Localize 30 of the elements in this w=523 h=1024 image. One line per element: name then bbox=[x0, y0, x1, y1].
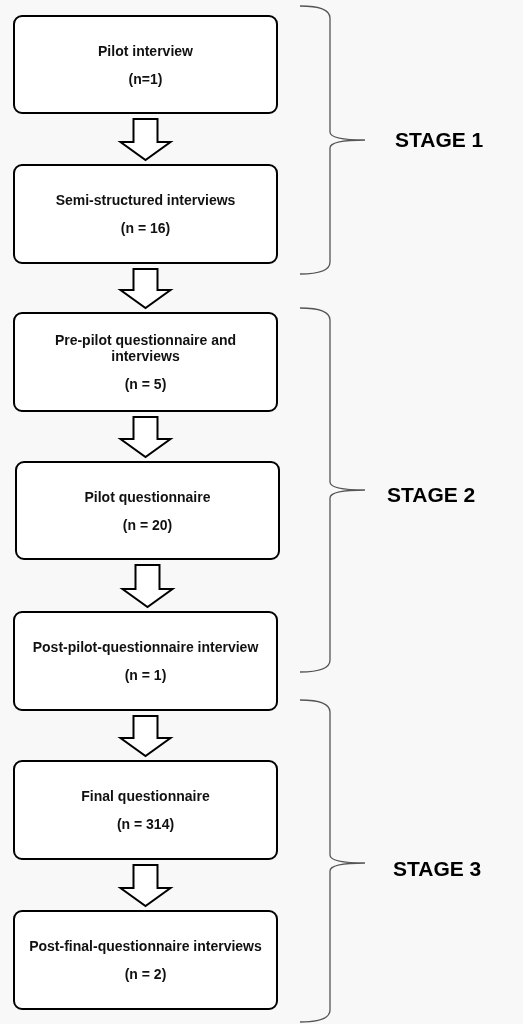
process-box bbox=[13, 910, 278, 1010]
block-arrow bbox=[119, 564, 176, 609]
sample-size: (n = 20) bbox=[122, 516, 173, 533]
sample-size: (n = 314) bbox=[116, 816, 175, 832]
block-arrow bbox=[117, 118, 174, 162]
step-title: Post-pilot-questionnaire interview bbox=[32, 639, 259, 655]
stage-label: STAGE 1 bbox=[395, 128, 484, 152]
step-title: Pilot interview bbox=[98, 42, 193, 59]
step-title: Post-final-questionnaire interviews bbox=[29, 938, 262, 954]
sample-size: (n = 1) bbox=[124, 667, 167, 683]
block-arrow bbox=[117, 416, 174, 459]
step-title: Pilot questionnaire bbox=[84, 488, 211, 505]
step-title: Pre-pilot questionnaire and interviews bbox=[53, 332, 238, 364]
process-box bbox=[13, 611, 278, 711]
step-title: Semi-structured interviews bbox=[55, 192, 236, 208]
block-arrow bbox=[117, 268, 174, 310]
process-box bbox=[13, 15, 278, 114]
stage-label: STAGE 3 bbox=[393, 857, 482, 881]
process-box bbox=[13, 760, 278, 860]
step-title: Final questionnaire bbox=[81, 788, 210, 804]
process-box bbox=[13, 164, 278, 264]
stage-label: STAGE 2 bbox=[387, 483, 476, 507]
sample-size: (n = 2) bbox=[124, 966, 167, 982]
process-box bbox=[13, 312, 278, 412]
block-arrow bbox=[117, 864, 174, 908]
sample-size: (n = 5) bbox=[124, 376, 167, 392]
sample-size: (n=1) bbox=[128, 70, 163, 87]
sample-size: (n = 16) bbox=[120, 220, 171, 236]
process-box bbox=[15, 461, 280, 560]
block-arrow bbox=[117, 715, 174, 758]
